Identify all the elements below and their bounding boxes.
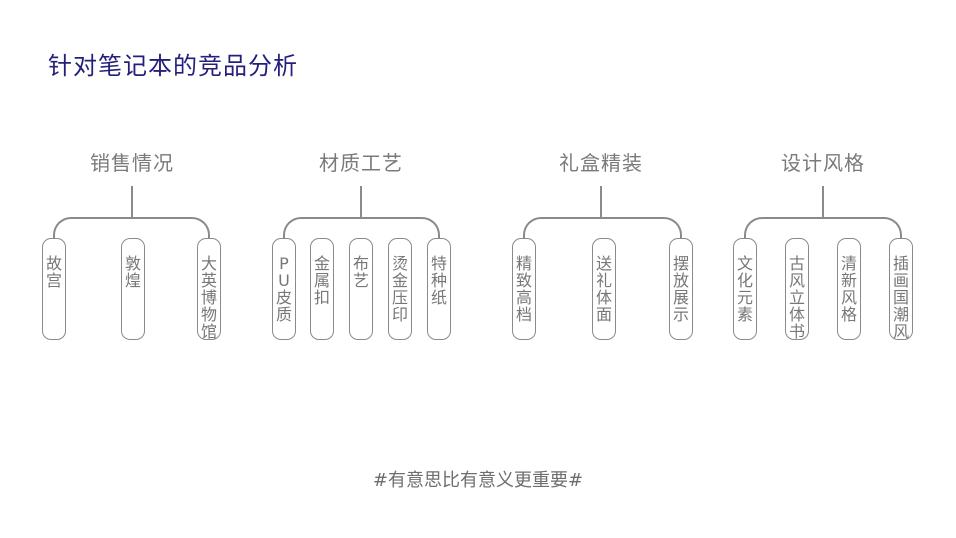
item-box: PU皮质	[272, 238, 296, 340]
item-box: 送礼体面	[592, 238, 616, 340]
item-box: 烫金压印	[388, 238, 412, 340]
item-box: 布艺	[349, 238, 373, 340]
item-box: 精致高档	[512, 238, 536, 340]
item-label: 金属扣	[314, 254, 331, 307]
group-title: 礼盒精装	[559, 151, 643, 175]
group-title: 销售情况	[90, 151, 174, 175]
footer-slogan: #有意思比有意义更重要#	[372, 470, 584, 491]
item-box: 古风立体书	[785, 238, 809, 340]
item-box: 摆放展示	[669, 238, 693, 340]
connector-bracket	[744, 217, 902, 239]
item-label: 插画国潮风	[893, 254, 910, 341]
item-label: 精致高档	[516, 254, 533, 324]
connector-bracket	[53, 217, 210, 239]
item-box: 清新风格	[837, 238, 861, 340]
item-box: 敦煌	[121, 238, 145, 340]
item-box: 金属扣	[310, 238, 334, 340]
item-label: 清新风格	[841, 254, 858, 324]
item-box: 插画国潮风	[889, 238, 913, 340]
connector-bracket	[523, 217, 682, 239]
connector-bracket	[283, 217, 440, 239]
item-label: 古风立体书	[789, 254, 806, 341]
item-box: 文化元素	[733, 238, 757, 340]
item-label: 送礼体面	[596, 254, 613, 324]
item-label: 布艺	[353, 254, 370, 290]
item-box: 故宫	[42, 238, 66, 340]
group-title: 设计风格	[781, 151, 865, 175]
connector-stem	[822, 186, 824, 219]
item-box: 特种纸	[427, 238, 451, 340]
group-title: 材质工艺	[319, 151, 403, 175]
item-label: 故宫	[46, 254, 63, 290]
item-label: 特种纸	[431, 254, 448, 307]
item-label: 文化元素	[737, 254, 754, 324]
item-label: 大英博物馆	[201, 254, 218, 341]
connector-stem	[360, 186, 362, 219]
connector-stem	[131, 186, 133, 219]
page-title: 针对笔记本的竞品分析	[48, 52, 298, 80]
item-label: 烫金压印	[392, 254, 409, 324]
item-label: PU皮质	[276, 254, 293, 324]
connector-stem	[600, 186, 602, 219]
item-box: 大英博物馆	[197, 238, 221, 340]
item-label: 摆放展示	[673, 254, 690, 324]
item-label: 敦煌	[125, 254, 142, 290]
